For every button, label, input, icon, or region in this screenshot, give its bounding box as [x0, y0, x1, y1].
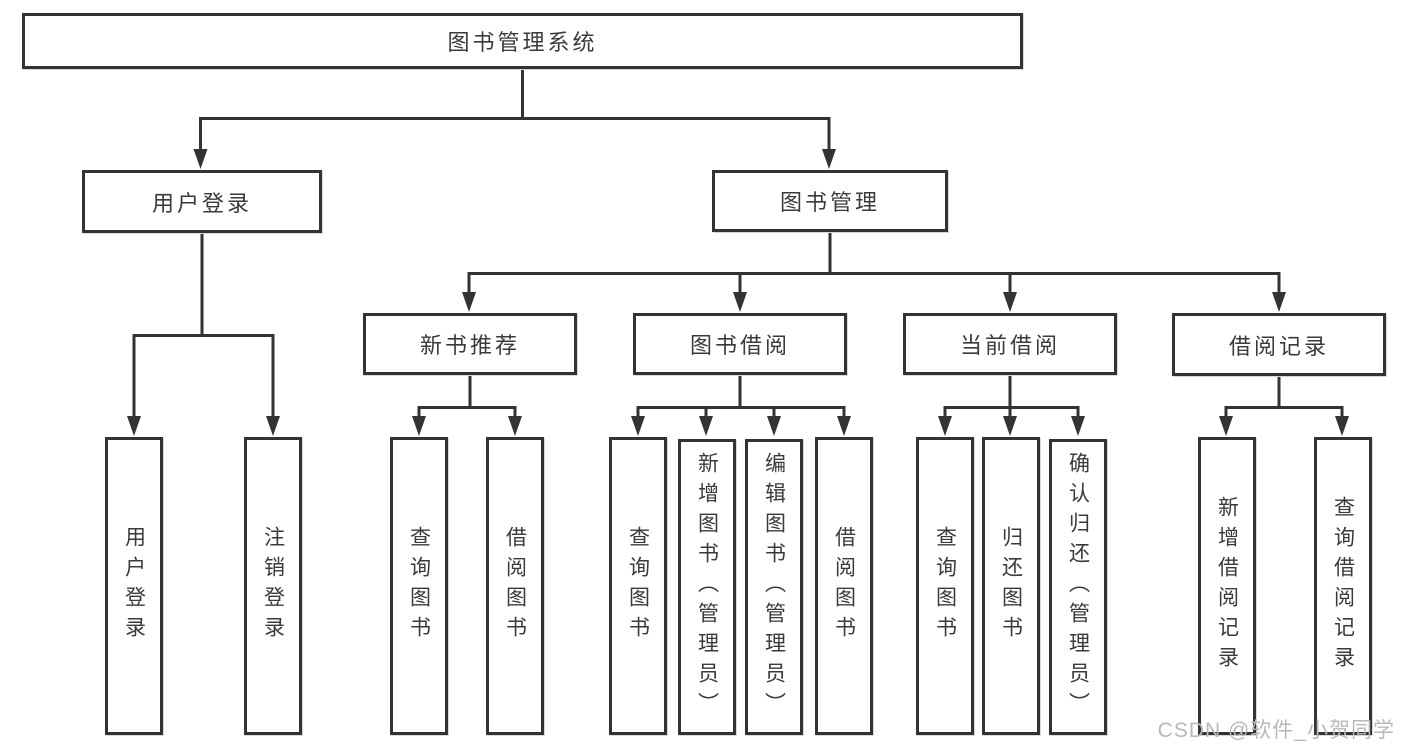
- node-user-login: 用户登录: [82, 170, 322, 233]
- leaf-add-borrow-record: 新增借阅记录: [1198, 437, 1256, 735]
- leaf-label: 编辑图书（管理员）: [762, 452, 786, 722]
- leaf-label: 确认归还（管理员）: [1066, 452, 1090, 722]
- leaf-label: 查询图书: [933, 526, 957, 646]
- node-book-management: 图书管理: [712, 170, 948, 232]
- leaf-query-borrow-record: 查询借阅记录: [1314, 437, 1372, 735]
- node-label: 当前借阅: [959, 333, 1060, 358]
- csdn-watermark: CSDN @软件_小贺同学: [1157, 719, 1395, 742]
- leaf-user-login: 用户登录: [105, 437, 163, 735]
- leaf-query-books-current: 查询图书: [916, 437, 974, 735]
- leaf-label: 用户登录: [122, 526, 146, 646]
- node-label: 借阅记录: [1228, 333, 1329, 359]
- node-root-library-system: 图书管理系统: [22, 13, 1023, 69]
- leaf-label: 借阅图书: [503, 526, 527, 646]
- leaf-query-books-borrow: 查询图书: [609, 437, 667, 735]
- node-borrowing-records: 借阅记录: [1172, 313, 1386, 376]
- leaf-label: 注销登录: [261, 526, 285, 646]
- leaf-add-books-admin: 新增图书（管理员）: [678, 439, 736, 735]
- node-label: 图书借阅: [689, 333, 790, 358]
- leaf-label: 借阅图书: [832, 526, 856, 646]
- node-new-book-recommend: 新书推荐: [363, 313, 577, 375]
- leaf-label: 归还图书: [999, 526, 1023, 646]
- leaf-borrow-books: 借阅图书: [815, 437, 873, 735]
- leaf-logout: 注销登录: [244, 437, 302, 735]
- leaf-edit-books-admin: 编辑图书（管理员）: [745, 439, 803, 735]
- node-label: 用户登录: [151, 190, 252, 216]
- leaf-label: 新增借阅记录: [1215, 496, 1239, 676]
- node-label: 新书推荐: [419, 333, 520, 358]
- leaf-label: 查询图书: [407, 526, 431, 646]
- leaf-label: 查询图书: [626, 526, 650, 646]
- leaf-return-books: 归还图书: [982, 437, 1040, 735]
- node-current-borrowing: 当前借阅: [903, 313, 1117, 375]
- leaf-borrow-books-recommend: 借阅图书: [486, 437, 544, 735]
- node-book-borrowing: 图书借阅: [633, 313, 847, 375]
- leaf-confirm-return-admin: 确认归还（管理员）: [1049, 439, 1107, 735]
- arrowhead-icons: [127, 149, 1349, 436]
- leaf-label: 新增图书（管理员）: [695, 452, 719, 722]
- leaf-label: 查询借阅记录: [1331, 496, 1355, 676]
- node-label: 图书管理: [779, 190, 880, 215]
- node-label: 图书管理系统: [447, 30, 598, 55]
- leaf-query-books-recommend: 查询图书: [390, 437, 448, 735]
